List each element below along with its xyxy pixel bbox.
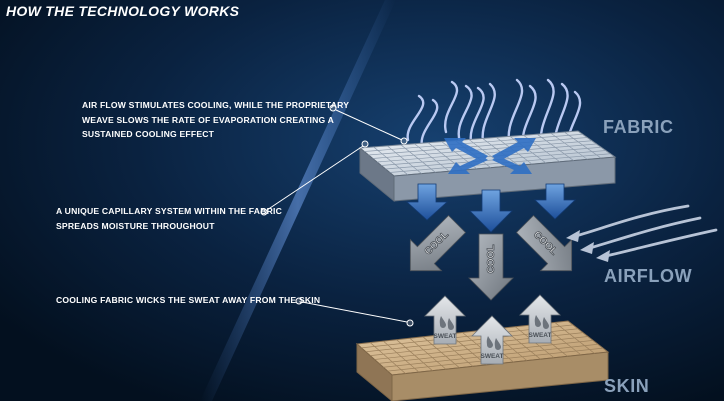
cool-arrow-right: COOL (515, 214, 573, 272)
leader-dot (400, 137, 408, 145)
airflow-wave (406, 94, 425, 142)
down-arrows (405, 183, 577, 233)
grid-line (381, 146, 602, 166)
sweat-label: SWEAT (481, 353, 504, 360)
leader-line-airflow (335, 109, 403, 141)
sweat-arrow-right: SWEAT (519, 294, 561, 344)
callout-capillary: A UNIQUE CAPILLARY SYSTEM WITHIN THE FAB… (56, 204, 282, 233)
callout-line: WEAVE SLOWS THE RATE OF EVAPORATION CREA… (82, 114, 335, 125)
sweat-arrow-left: SWEAT (424, 295, 466, 345)
label-fabric: FABRIC (603, 117, 674, 137)
leader-lines (260, 104, 414, 327)
callout-airflow: AIR FLOW STIMULATES COOLING, WHILE THE P… (82, 98, 349, 142)
airflow-wave (457, 84, 473, 144)
cool-arrow-center: COOL (468, 233, 514, 301)
airflow-head (596, 250, 610, 262)
spread-arrow (444, 138, 488, 162)
fabric-grid (358, 130, 617, 203)
light-beam (200, 0, 396, 401)
airflow-wave (420, 98, 439, 148)
airflow-wave (443, 80, 459, 134)
leader-dot (406, 319, 414, 327)
airflow-head (566, 230, 580, 242)
sweat-label: SWEAT (434, 333, 457, 340)
grid-line (368, 137, 588, 156)
sweat-arrow-center: SWEAT (471, 315, 513, 365)
airflow-streak (574, 204, 690, 238)
incoming-airflow (574, 204, 718, 258)
incoming-airflow-heads (566, 230, 610, 262)
leader-dot (260, 208, 268, 216)
sweat-label: SWEAT (529, 332, 552, 339)
airflow-streak (604, 228, 718, 258)
callout-wicks: COOLING FABRIC WICKS THE SWEAT AWAY FROM… (56, 293, 320, 308)
cool-label: COOL (486, 245, 497, 274)
leader-dot (329, 104, 337, 112)
callout-line: A UNIQUE CAPILLARY SYSTEM WITHIN THE FAB… (56, 206, 282, 216)
leader-dot (295, 297, 303, 305)
drop-icon (534, 315, 549, 329)
callout-line: SPREADS MOISTURE THROUGHOUT (56, 220, 215, 231)
down-arrow-left (405, 183, 449, 221)
page-title: HOW THE TECHNOLOGY WORKS (6, 3, 240, 19)
skin-side-face (356, 342, 393, 401)
leader-line-capillary (266, 145, 364, 211)
drop-icon (486, 336, 501, 350)
label-airflow: AIRFLOW (604, 266, 693, 286)
spread-arrow (492, 156, 532, 174)
label-skin: SKIN (604, 376, 650, 396)
callout-line: SUSTAINED COOLING EFFECT (82, 129, 215, 139)
grid-line (372, 140, 592, 159)
leader-dot (361, 140, 369, 148)
down-arrow-right (533, 183, 577, 220)
callout-line: AIR FLOW STIMULATES COOLING, WHILE THE P… (82, 100, 350, 110)
grid-line (376, 143, 597, 163)
leader-line-wicks (301, 301, 408, 323)
fabric-side-face (359, 146, 395, 203)
sweat-arrows: SWEAT SWEAT SWEAT (424, 294, 561, 365)
fabric-spread-arrows (444, 138, 536, 174)
spread-arrow (492, 138, 536, 162)
airflow-head (580, 242, 594, 254)
spread-arrow (448, 156, 488, 174)
drop-icon (439, 316, 454, 330)
grid-line (364, 133, 583, 152)
callout-line: COOLING FABRIC WICKS THE SWEAT AWAY FROM… (56, 295, 321, 305)
down-arrow-center (469, 189, 513, 233)
airflow-streak (588, 216, 702, 250)
